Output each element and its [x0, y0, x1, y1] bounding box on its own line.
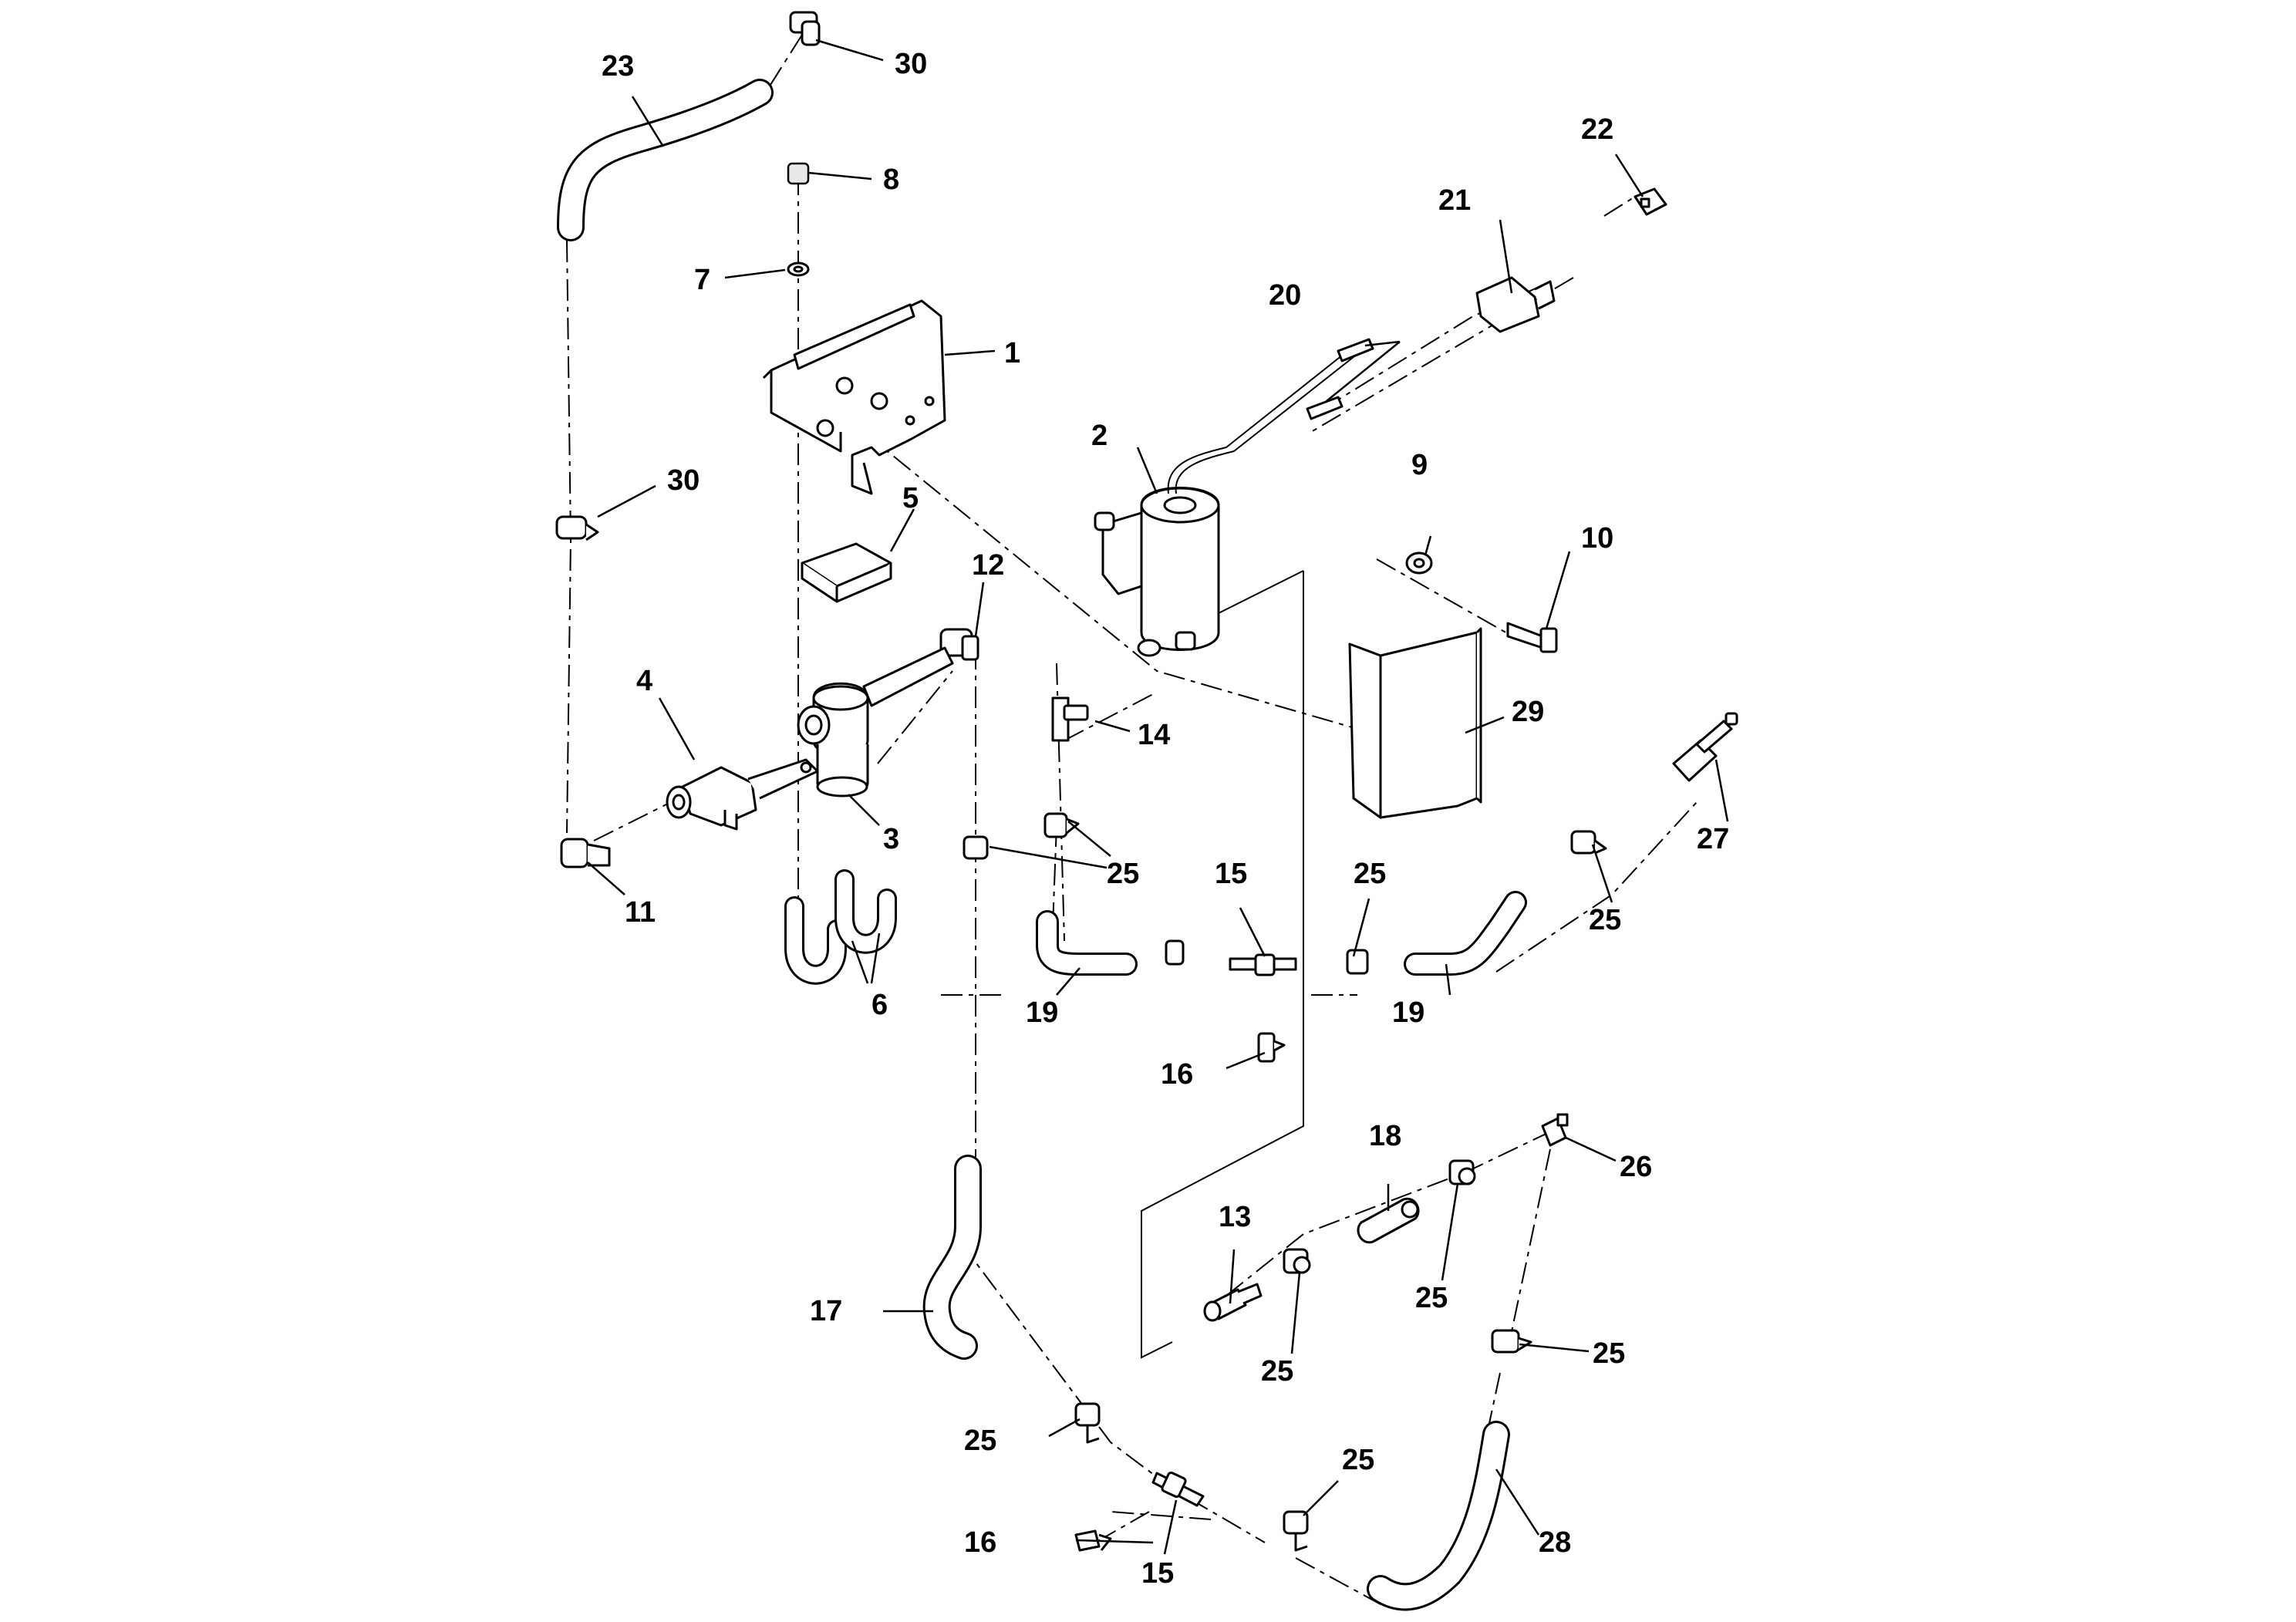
callout-25-right-hose: 25 — [1593, 1337, 1625, 1370]
check-valve-13 — [1203, 1283, 1263, 1322]
callout-10: 10 — [1581, 522, 1613, 555]
hose-clamp-30-top — [789, 11, 821, 46]
callout-18: 18 — [1369, 1120, 1401, 1152]
callout-2: 2 — [1091, 420, 1108, 452]
callout-30-top: 30 — [895, 48, 927, 80]
hose-19-left — [1036, 910, 1138, 976]
hose-clamp-25-d — [1346, 949, 1369, 975]
mounting-bracket-1 — [762, 299, 946, 495]
callout-5: 5 — [902, 482, 919, 514]
connector-21 — [1475, 276, 1556, 333]
callout-25-pump: 25 — [1107, 858, 1139, 890]
hose-clamp-25-g — [1283, 1510, 1309, 1552]
hose-23 — [557, 79, 774, 241]
callout-9: 9 — [1411, 449, 1428, 481]
hose-28 — [1367, 1421, 1510, 1611]
callout-8: 8 — [883, 164, 899, 196]
fuel-filter-3 — [797, 646, 954, 798]
leader-lines — [587, 39, 1729, 1555]
callout-12: 12 — [972, 549, 1004, 582]
fitting-27 — [1672, 712, 1738, 782]
callout-20: 20 — [1269, 279, 1301, 312]
foam-pad-5 — [801, 542, 892, 603]
callout-26: 26 — [1620, 1151, 1652, 1183]
hose-clamp-25-j — [1283, 1248, 1311, 1274]
tee-fitting-14 — [1051, 696, 1089, 742]
callout-14: 14 — [1138, 719, 1170, 751]
callout-4: 4 — [636, 665, 652, 697]
drain-valve-16-a — [1257, 1032, 1286, 1063]
callout-30-middle: 30 — [667, 464, 700, 497]
callout-21: 21 — [1438, 184, 1471, 217]
callout-25-near-13: 25 — [1261, 1355, 1293, 1388]
hose-18 — [1357, 1197, 1420, 1244]
callout-23: 23 — [602, 50, 634, 83]
callout-11: 11 — [625, 896, 656, 929]
callout-27: 27 — [1697, 823, 1729, 855]
callout-25-right-line: 25 — [1354, 858, 1386, 890]
callout-6: 6 — [872, 989, 888, 1021]
callout-25-far-right: 25 — [1589, 904, 1621, 936]
u-hose-6 — [784, 869, 897, 985]
tee-fitting-15-a — [1229, 953, 1297, 976]
callout-labels: 30 23 22 8 21 7 20 1 2 9 30 5 10 12 4 29… — [602, 48, 1729, 1590]
hose-clamp-25-c — [1165, 939, 1185, 966]
hose-clamp-25-b — [963, 835, 989, 860]
callout-7: 7 — [694, 264, 710, 296]
shutoff-valve-4 — [666, 758, 819, 831]
terminal-20 — [1306, 338, 1374, 420]
callout-15-lower: 15 — [1141, 1557, 1174, 1590]
hose-clamp-25-e — [1570, 830, 1607, 855]
tee-fitting-15-b — [1151, 1471, 1205, 1507]
callout-16-lower: 16 — [964, 1526, 996, 1559]
callout-17: 17 — [810, 1295, 842, 1327]
drain-valve-16-b — [1074, 1529, 1112, 1552]
nut-8 — [787, 162, 810, 185]
assembly-outline-box — [1141, 570, 1304, 1359]
hose-19-right — [1404, 891, 1527, 976]
hose-17 — [922, 1155, 982, 1360]
washer-9 — [1405, 551, 1433, 575]
callout-29: 29 — [1512, 696, 1544, 728]
tee-fitting-26 — [1541, 1113, 1569, 1147]
hose-clamp-25-h — [1491, 1329, 1532, 1354]
callout-22: 22 — [1581, 113, 1613, 146]
washer-7 — [787, 261, 810, 277]
bolt-10 — [1506, 622, 1558, 653]
hose-clamp-25-i — [1448, 1159, 1476, 1185]
callout-13: 13 — [1219, 1201, 1251, 1233]
callout-1: 1 — [1004, 337, 1020, 369]
fuel-pump-2 — [1094, 342, 1362, 657]
elbow-fitting-11 — [560, 838, 611, 868]
callout-3: 3 — [883, 823, 899, 855]
callout-16-middle: 16 — [1161, 1058, 1193, 1091]
elbow-fitting-12 — [939, 628, 979, 661]
callout-15-middle: 15 — [1215, 858, 1247, 890]
heat-shield-29 — [1348, 627, 1482, 819]
callout-25-lower-left: 25 — [964, 1425, 996, 1457]
callout-25-lower-middle: 25 — [1342, 1444, 1374, 1476]
callout-25-near-18: 25 — [1415, 1282, 1448, 1314]
callout-19-right: 19 — [1392, 996, 1424, 1029]
callout-28: 28 — [1539, 1526, 1571, 1559]
hose-clamp-30-middle — [555, 515, 599, 541]
callout-19-left: 19 — [1026, 996, 1058, 1029]
hose-clamp-25-f — [1074, 1402, 1101, 1444]
